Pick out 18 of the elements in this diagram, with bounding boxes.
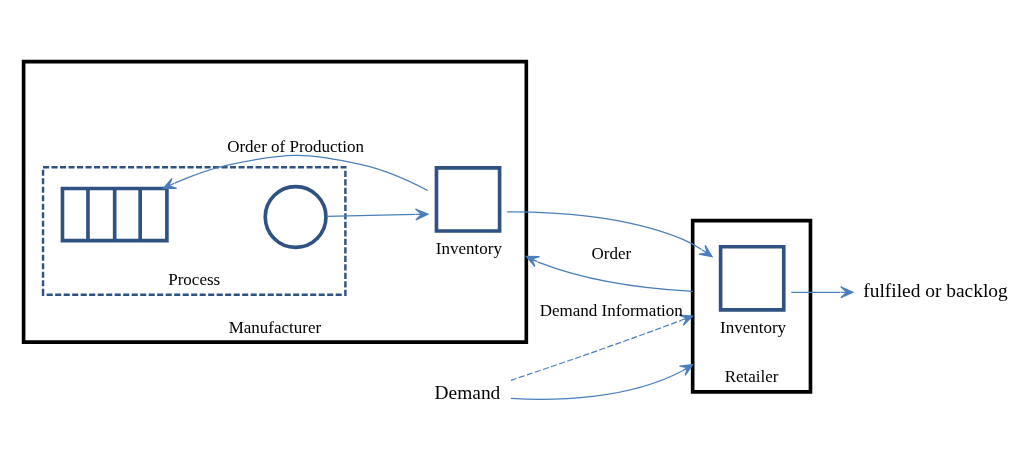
cluster: Process: [41, 166, 347, 296]
arrow: [506, 211, 713, 258]
node-circle: [263, 184, 328, 250]
node-label: Inventory: [720, 317, 787, 337]
node-label: Inventory: [435, 238, 502, 258]
node-text: Demand: [434, 381, 501, 403]
arrow: [325, 208, 429, 221]
node-text: fulfiled or backlog: [863, 279, 1008, 301]
arrow: [790, 286, 854, 299]
node-box: [718, 244, 786, 312]
arrow: [162, 154, 429, 192]
arrow: [510, 363, 694, 400]
node-box: [434, 166, 502, 233]
arrow: [510, 314, 694, 381]
edge-label: Order: [591, 243, 632, 263]
arrow: [525, 255, 694, 292]
edge-label: Demand Information: [539, 300, 683, 320]
edge-label: Order of Production: [227, 136, 365, 156]
